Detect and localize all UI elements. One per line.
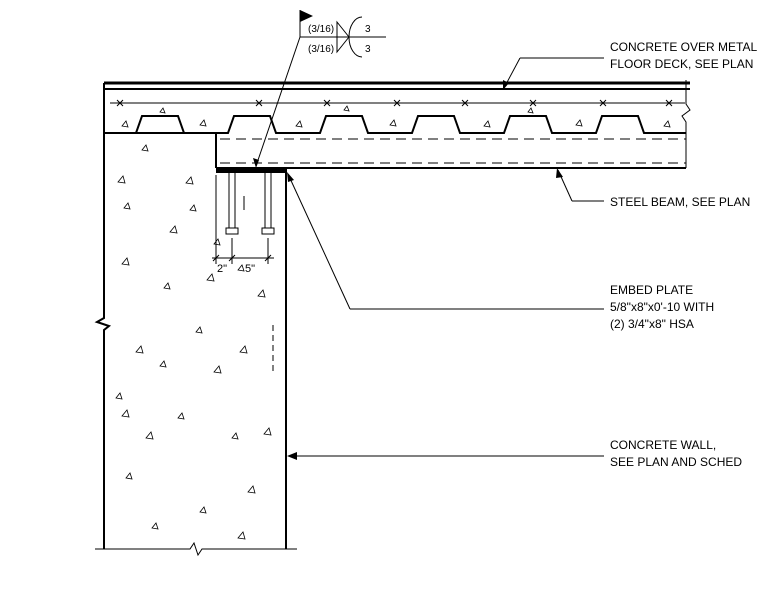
leader-beam <box>556 168 604 202</box>
slab-aggregate-hatch <box>121 105 671 128</box>
rebar-markers <box>116 99 673 107</box>
callout-embed-line3: (2) 3/4"x8" HSA <box>610 317 694 331</box>
callout-beam: STEEL BEAM, SEE PLAN <box>610 195 750 209</box>
anchor-dimensions: 2" 5" <box>212 175 274 275</box>
callout-beam-label: STEEL BEAM, SEE PLAN <box>610 195 750 209</box>
weld-length-top: 3 <box>365 24 371 35</box>
wall-aggregate-hatch <box>115 144 272 540</box>
leader-deck <box>503 57 604 90</box>
metal-deck-profile <box>110 115 686 134</box>
weld-symbol: (3/16) (3/16) 3 3 <box>253 10 386 168</box>
callout-wall-line1: CONCRETE WALL, <box>610 438 716 452</box>
weld-arrow-icon <box>253 158 259 168</box>
callout-deck-line2: FLOOR DECK, SEE PLAN <box>610 57 753 71</box>
leader-wall <box>287 452 604 460</box>
callout-wall: CONCRETE WALL, SEE PLAN AND SCHED <box>610 438 742 469</box>
callout-wall-line2: SEE PLAN AND SCHED <box>610 455 742 469</box>
field-weld-flag-icon <box>300 10 313 22</box>
leader-embed-plate <box>287 172 604 310</box>
steel-beam <box>215 133 687 169</box>
callout-deck: CONCRETE OVER METAL FLOOR DECK, SEE PLAN <box>610 40 757 71</box>
weld-length-bottom: 3 <box>365 44 371 55</box>
headed-stud-anchor-left <box>225 173 239 235</box>
callout-embed-line1: EMBED PLATE <box>610 283 693 297</box>
weld-size-top: (3/16) <box>308 24 334 35</box>
callout-embed-plate: EMBED PLATE 5/8"x8"x0'-10 WITH (2) 3/4"x… <box>610 283 714 331</box>
edge-distance-dimension: 2" <box>217 263 227 275</box>
concrete-wall <box>94 83 297 557</box>
callout-embed-line2: 5/8"x8"x0'-10 WITH <box>610 300 714 314</box>
embed-plate <box>216 168 286 235</box>
headed-stud-anchor-right <box>261 173 275 235</box>
weld-size-bottom: (3/16) <box>308 44 334 55</box>
anchor-spacing-dimension: 5" <box>245 263 255 275</box>
callout-deck-line1: CONCRETE OVER METAL <box>610 40 757 54</box>
concrete-slab-on-deck <box>104 80 691 134</box>
